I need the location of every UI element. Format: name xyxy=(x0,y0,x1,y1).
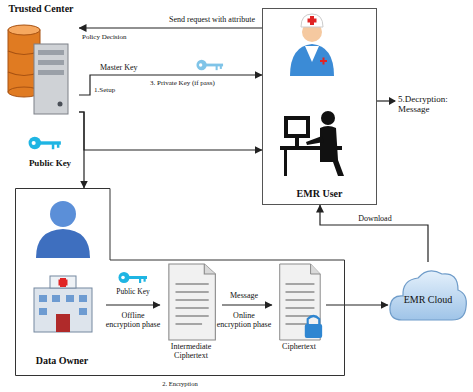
node-box: Intermediate Ciphertext xyxy=(160,262,222,372)
node-text: Data Owner xyxy=(36,355,89,367)
annotation-label: 1.Setup xyxy=(94,86,134,94)
connector xyxy=(222,304,272,305)
node-box: Data Owner xyxy=(18,192,106,372)
node-text: 2. Encryption xyxy=(162,380,197,387)
node-text: Ciphertext xyxy=(282,342,316,351)
node-box: EMR User xyxy=(262,8,377,205)
annotation-label: Public Key xyxy=(20,158,80,168)
hospital-icon xyxy=(34,276,92,332)
connector xyxy=(79,27,262,28)
annotation-label: 3. Private Key (if pass) xyxy=(150,79,260,87)
server-icon xyxy=(8,25,68,114)
document-shape xyxy=(272,262,326,372)
node-text: EMR User xyxy=(297,188,343,200)
connector xyxy=(79,112,262,150)
node-box: Ciphertext xyxy=(272,262,326,372)
master-key-icon xyxy=(196,60,223,70)
public-key-icon xyxy=(29,137,61,149)
edge-label: Download xyxy=(356,214,393,223)
annotation-label: Online encryption phase xyxy=(216,311,272,329)
node-text: Intermediate Ciphertext xyxy=(160,342,222,360)
connector xyxy=(326,304,388,305)
edge-label: Send request with attribute xyxy=(167,15,257,24)
node-box: 2. EncryptionData OwnerIntermediate Ciph… xyxy=(15,188,345,376)
connector xyxy=(106,304,160,305)
node-box: Trusted Center xyxy=(3,3,79,121)
node-box: EMR Cloud xyxy=(388,262,468,332)
doctor-icon xyxy=(290,14,334,76)
public-key-icon xyxy=(119,272,148,283)
person-icon xyxy=(36,201,90,258)
lock-icon xyxy=(305,316,322,338)
arrow-head xyxy=(389,97,396,105)
annotation-label: Offline encryption phase xyxy=(105,311,161,329)
annotation-label: Policy Decision xyxy=(82,33,152,41)
node-text: EMR Cloud xyxy=(404,294,453,306)
annotation-label: 5.Decryption: Message xyxy=(398,94,460,115)
annotation-label: Master Key xyxy=(100,63,155,72)
computer-user-icon xyxy=(280,111,344,176)
connector xyxy=(79,75,262,95)
annotation-label: Public Key xyxy=(106,288,160,297)
node-text: Trusted Center xyxy=(8,3,73,15)
edge-label: Message xyxy=(228,291,260,300)
connector xyxy=(320,205,428,262)
connector xyxy=(79,112,84,188)
